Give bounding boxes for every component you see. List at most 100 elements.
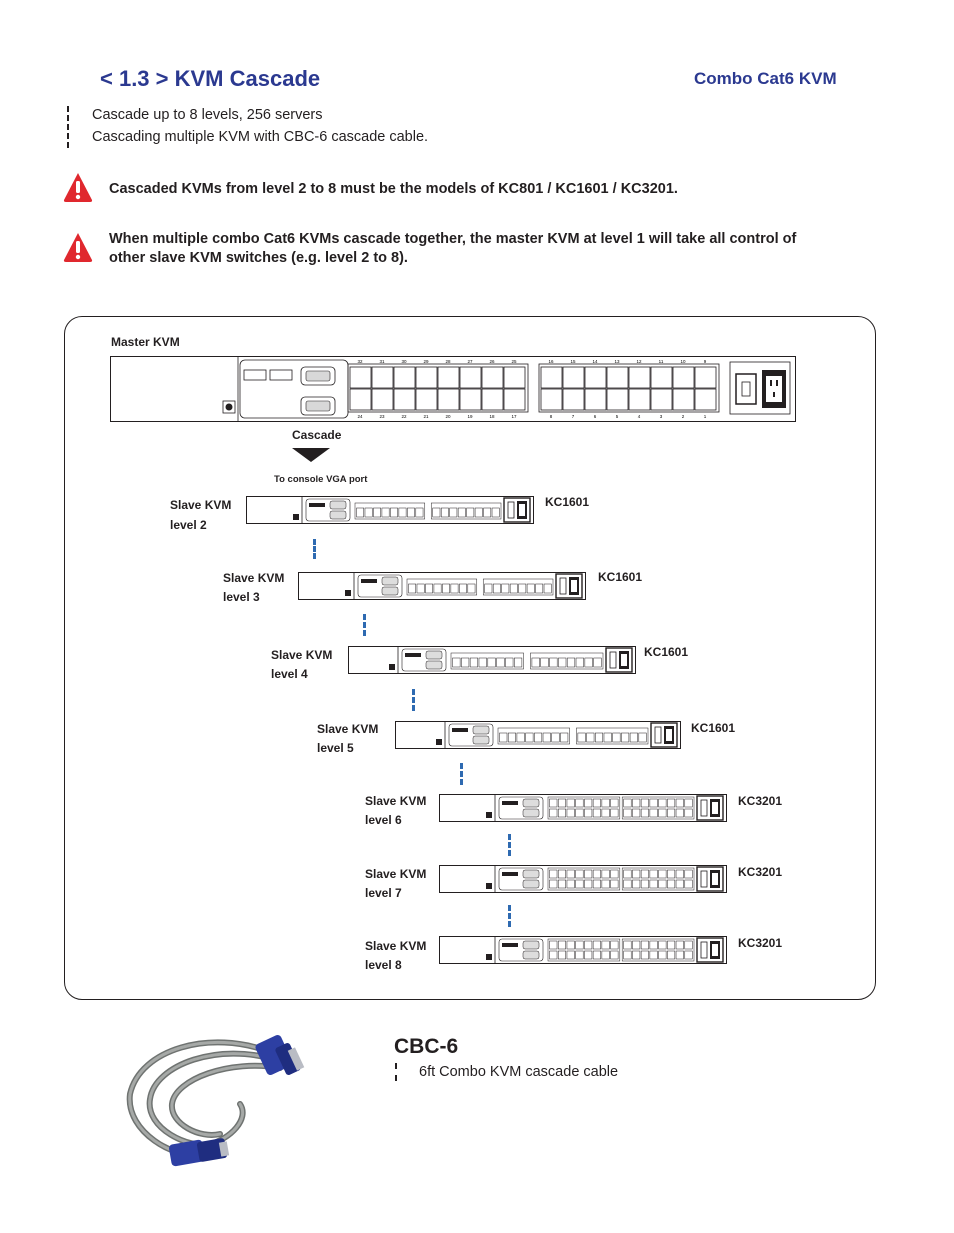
chassis — [439, 794, 727, 822]
rj45-port — [628, 366, 651, 389]
intro-marker — [67, 106, 69, 148]
rj45-port — [566, 798, 575, 808]
rj45-port — [514, 657, 523, 668]
port-group-frame — [576, 727, 649, 745]
rj45-port — [466, 507, 475, 518]
rj45-port — [667, 869, 676, 879]
vga-port — [472, 735, 490, 745]
slave-level: level 4 — [271, 667, 308, 681]
rj45-port — [658, 879, 667, 889]
rj45-port — [469, 657, 479, 668]
power-switch — [700, 799, 708, 817]
rj45-port — [649, 950, 658, 960]
connector-top — [255, 1034, 305, 1076]
port-number: 21 — [423, 414, 429, 419]
rj45-port — [601, 940, 610, 950]
rj45-port — [610, 879, 619, 889]
vga-port — [522, 940, 540, 950]
rj45-port — [632, 798, 641, 808]
rj45-port — [499, 732, 508, 743]
vga-port — [522, 808, 540, 818]
rj45-port — [584, 879, 593, 889]
port-number: 19 — [467, 414, 473, 419]
port-number: 10 — [680, 359, 686, 364]
rj45-port — [675, 950, 684, 960]
vga-port — [329, 500, 347, 510]
rj45-port — [481, 388, 504, 411]
vga-port — [522, 869, 540, 879]
rj45-port — [623, 879, 632, 889]
rj45-port — [526, 583, 535, 594]
rj45-port — [483, 507, 492, 518]
slave-name: Slave KVM — [317, 722, 379, 736]
port-number: 20 — [445, 414, 451, 419]
warning-text-1: Cascaded KVMs from level 2 to 8 must be … — [109, 180, 869, 199]
rj45-port — [566, 879, 575, 889]
rj45-port — [349, 388, 372, 411]
rj45-port — [592, 950, 601, 960]
rj45-port — [672, 366, 695, 389]
intro-line-2: Cascading multiple KVM with CBC-6 cascad… — [92, 129, 429, 145]
warning-icon — [63, 173, 93, 202]
ground-screw — [345, 590, 351, 596]
rj45-port — [558, 657, 567, 668]
slave-model-level-3: KC1601 — [598, 570, 643, 584]
chassis — [439, 936, 727, 964]
rj45-port — [584, 657, 593, 668]
slave-kvm-level-7 — [439, 865, 727, 893]
rj45-port — [509, 583, 518, 594]
rj45-port — [672, 388, 695, 411]
rj45-port — [658, 798, 667, 808]
port-number: 23 — [379, 414, 385, 419]
rj45-port — [675, 808, 684, 818]
warning-text-2: When multiple combo Cat6 KVMs cascade to… — [109, 230, 889, 268]
intro-line-1: Cascade up to 8 levels, 256 servers — [92, 107, 323, 123]
slave-name: Slave KVM — [365, 867, 427, 881]
slave-level: level 5 — [317, 741, 354, 755]
port-number: 9 — [704, 359, 707, 364]
rj45-port — [649, 808, 658, 818]
rj45-port — [601, 808, 610, 818]
rj45-port — [557, 950, 567, 960]
rj45-port — [623, 950, 632, 960]
rj45-port — [459, 388, 482, 411]
rj45-port — [675, 879, 684, 889]
rj45-port — [584, 940, 593, 950]
rj45-port — [601, 869, 610, 879]
vga-port — [381, 576, 399, 586]
port-group-frame — [354, 502, 426, 520]
slave-level: level 2 — [170, 518, 207, 532]
slave-label-level-8: Slave KVM level 8 — [365, 937, 426, 975]
rj45-port — [566, 808, 575, 818]
rj45-port — [562, 366, 585, 389]
rj45-port — [575, 869, 584, 879]
rj45-port — [433, 583, 442, 594]
rj45-port — [467, 583, 476, 594]
vga-port — [425, 650, 443, 660]
slave-model-level-6: KC3201 — [738, 794, 783, 808]
rj45-port — [584, 950, 593, 960]
power-inlet-core — [712, 944, 718, 956]
rj45-port — [432, 507, 441, 518]
slave-kvm-level-8 — [439, 936, 727, 964]
rj45-port — [525, 732, 534, 743]
rj45-port — [560, 732, 569, 743]
rj45-port — [592, 869, 601, 879]
rj45-port — [623, 808, 632, 818]
rj45-port — [628, 388, 651, 411]
rj45-port — [507, 732, 516, 743]
rj45-port — [566, 950, 575, 960]
rj45-port — [658, 940, 667, 950]
power-inlet-core — [712, 873, 718, 885]
warning-icon — [63, 233, 93, 262]
port-group-frame — [430, 502, 502, 520]
rj45-port — [518, 583, 527, 594]
console-note: To console VGA port — [274, 474, 368, 485]
rj45-port — [549, 950, 558, 960]
rj45-port — [398, 507, 407, 518]
port-number: 22 — [401, 414, 407, 419]
slave-name: Slave KVM — [365, 939, 427, 953]
slave-model-level-4: KC1601 — [644, 645, 689, 659]
rj45-port — [390, 507, 398, 518]
rj45-port — [684, 879, 693, 889]
